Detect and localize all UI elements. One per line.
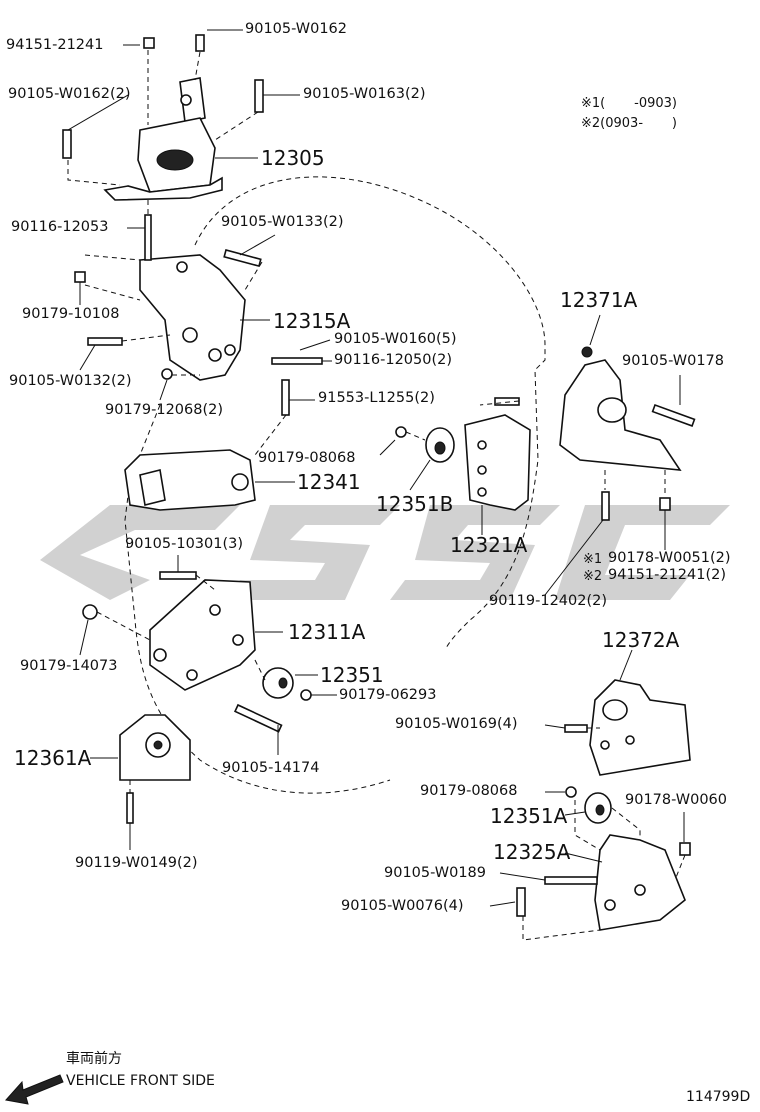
part-label-12351: 12351 [320,663,384,687]
bracket-12311A [149,579,256,691]
engine-outline-lower [124,479,391,794]
part-label-12311a: 12311A [288,620,366,644]
part-label-91553-l1255-2: 91553-L1255(2) [318,390,435,406]
part-label-12372a: 12372A [602,628,680,652]
bolts [62,34,696,917]
part-label-90179-10108: 90179-10108 [22,306,120,322]
part-label-90105-w0160-5: 90105-W0160(5) [334,331,457,347]
part-label-90116-12050-2: 90116-12050(2) [334,352,453,368]
mount-12372A [589,679,691,776]
front-label-jp: 車両前方 [66,1051,122,1067]
bracket-12315A [139,254,246,381]
part-label-90105-w0189: 90105-W0189 [384,865,487,881]
part-label-90179-14073: 90179-14073 [20,658,118,674]
part-label-90178-w0060: 90178-W0060 [625,792,728,808]
bracket-12341 [124,449,256,511]
part-label-90178-w0051-2: 90178-W0051(2) [608,550,731,566]
part-label-12305: 12305 [261,146,325,170]
part-label-12315a: 12315A [273,309,351,333]
dashed-connectors [67,50,686,941]
note-range-1: ※1( -0903) [581,96,678,111]
part-label-12371a: 12371A [560,288,638,312]
part-label-12321a: 12321A [450,533,528,557]
part-label-90105-w0163-2: 90105-W0163(2) [303,86,426,102]
part-label-90105-14174: 90105-14174 [222,760,320,776]
part-label-90179-08068-a: 90179-08068 [258,450,356,466]
part-label-90105-w0162-2: 90105-W0162(2) [8,86,131,102]
mount-12305 [103,77,223,201]
part-label-90105-w0132-2: 90105-W0132(2) [9,373,132,389]
cushion-12351A [584,792,612,824]
note-marker-1: ※1 [583,552,603,567]
bracket-12321A [464,414,531,511]
mount-12371A [559,346,682,471]
bracket-12325A [594,834,686,931]
mount-12361A [119,714,191,824]
part-label-12341: 12341 [297,470,361,494]
part-label-94151-21241-2: 94151-21241(2) [608,567,727,583]
part-label-90105-w0076-4: 90105-W0076(4) [341,898,464,914]
note-range-2: ※2(0903- ) [581,116,678,131]
part-label-90116-12053: 90116-12053 [11,219,109,235]
part-label-90119-12402-2: 90119-12402(2) [489,593,608,609]
part-label-12351b: 12351B [376,492,454,516]
cushion-12351B [425,427,455,463]
part-label-90105-w0162: 90105-W0162 [245,21,348,37]
part-label-90105-w0169-4: 90105-W0169(4) [395,716,518,732]
part-label-12351a: 12351A [490,804,568,828]
front-direction-arrow-icon [5,1074,64,1105]
part-label-90105-10301-3: 90105-10301(3) [125,536,244,552]
watermark-logo [40,505,730,600]
part-label-12361a: 12361A [14,746,92,770]
leader-lines [67,29,685,907]
cushion-12351 [262,667,294,699]
part-label-90105-w0178: 90105-W0178 [622,353,725,369]
part-label-90179-08068-b: 90179-08068 [420,783,518,799]
part-label-90119-w0149-2: 90119-W0149(2) [75,855,198,871]
part-label-90179-12068-2: 90179-12068(2) [105,402,224,418]
note-marker-2: ※2 [583,569,603,584]
part-label-94151-21241: 94151-21241 [6,37,104,53]
part-label-90105-w0133-2: 90105-W0133(2) [221,214,344,230]
diagram-id: 114799D [686,1089,751,1105]
part-label-90179-06293: 90179-06293 [339,687,437,703]
part-label-12325a: 12325A [493,840,571,864]
front-label-en: VEHICLE FRONT SIDE [66,1073,215,1089]
engine-outline [194,176,546,651]
